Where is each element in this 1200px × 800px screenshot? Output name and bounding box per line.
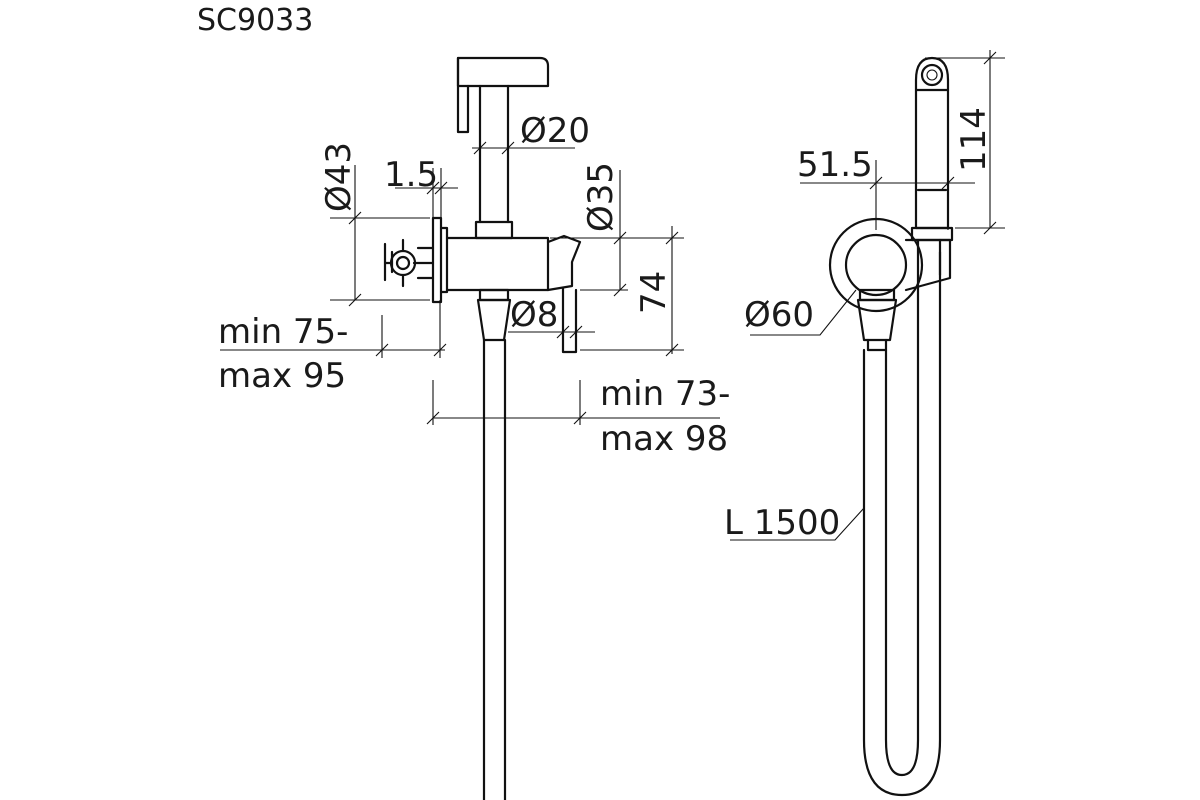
dim-body-height: 74 <box>634 271 674 314</box>
rosette <box>828 217 952 313</box>
dim-outlet-diameter: Ø8 <box>510 295 558 335</box>
dim-flange-thickness: 1.5 <box>384 155 438 195</box>
hose-connector-front <box>856 288 898 352</box>
front-view <box>730 50 1005 797</box>
dim-flange-diameter: Ø43 <box>319 142 359 212</box>
dim-shower-diameter: Ø20 <box>520 111 590 151</box>
hose-loop <box>862 238 942 797</box>
dim-rosette-diameter: Ø60 <box>744 295 814 335</box>
dim-wall-depth-max: max 95 <box>218 356 346 396</box>
dim-hose-length: L 1500 <box>724 503 840 543</box>
hand-shower-front <box>910 56 954 242</box>
hose-side <box>476 288 512 800</box>
model-code: SC9033 <box>197 3 313 38</box>
dim-projection-min: min 73- <box>600 374 730 414</box>
side-view <box>220 56 720 800</box>
cross-handle <box>383 238 435 288</box>
front-dim-lines <box>730 50 1005 541</box>
dim-body-diameter: Ø35 <box>581 162 621 232</box>
side-dim-lines <box>220 141 720 425</box>
dim-wall-depth-min: min 75- <box>218 312 348 352</box>
dim-head-length: 114 <box>954 107 994 172</box>
dim-projection-max: max 98 <box>600 419 728 459</box>
wall-flange <box>431 216 449 304</box>
dim-holder-offset: 51.5 <box>797 145 873 185</box>
